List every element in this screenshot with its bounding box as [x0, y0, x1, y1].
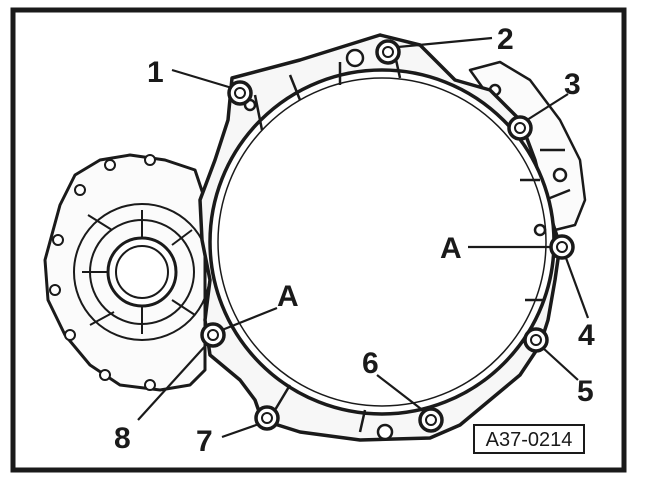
bolt-hole-2 — [375, 39, 401, 65]
bolt-hole-5 — [523, 327, 549, 353]
callout-2: 2 — [497, 23, 514, 56]
callout-7: 7 — [196, 425, 213, 458]
leader-8 — [137, 343, 208, 421]
callout-4: 4 — [578, 319, 595, 352]
bell-housing-inner-lip — [217, 77, 547, 407]
leader-3 — [526, 93, 569, 121]
leader-5 — [542, 347, 579, 381]
leader-4 — [564, 257, 590, 319]
bolt-hole-1 — [227, 80, 253, 106]
callout-5: 5 — [577, 375, 594, 408]
bolt-hole-8 — [200, 322, 226, 348]
callout-6: 6 — [362, 347, 379, 380]
bolt-hole-3 — [507, 115, 533, 141]
leader-7 — [221, 422, 260, 439]
leader-1 — [171, 68, 233, 90]
leader-a-left — [221, 306, 278, 332]
reference-code-box — [473, 424, 585, 454]
bolt-hole-7 — [254, 405, 280, 431]
transmission-housing-left — [43, 153, 211, 392]
bolt-hole-4 — [549, 234, 575, 260]
callout-a-right: A — [440, 232, 462, 265]
leader-2 — [397, 36, 493, 49]
reference-code: A37-0214 — [486, 429, 573, 451]
bolt-holes — [200, 39, 575, 433]
leader-6 — [376, 374, 426, 413]
callout-3: 3 — [564, 68, 581, 101]
callout-a-left: A — [277, 280, 299, 313]
callout-1: 1 — [147, 56, 164, 89]
bolt-hole-6 — [418, 407, 444, 433]
callout-8: 8 — [114, 422, 131, 455]
leader-lines — [137, 36, 590, 439]
bell-housing-opening — [208, 68, 556, 416]
